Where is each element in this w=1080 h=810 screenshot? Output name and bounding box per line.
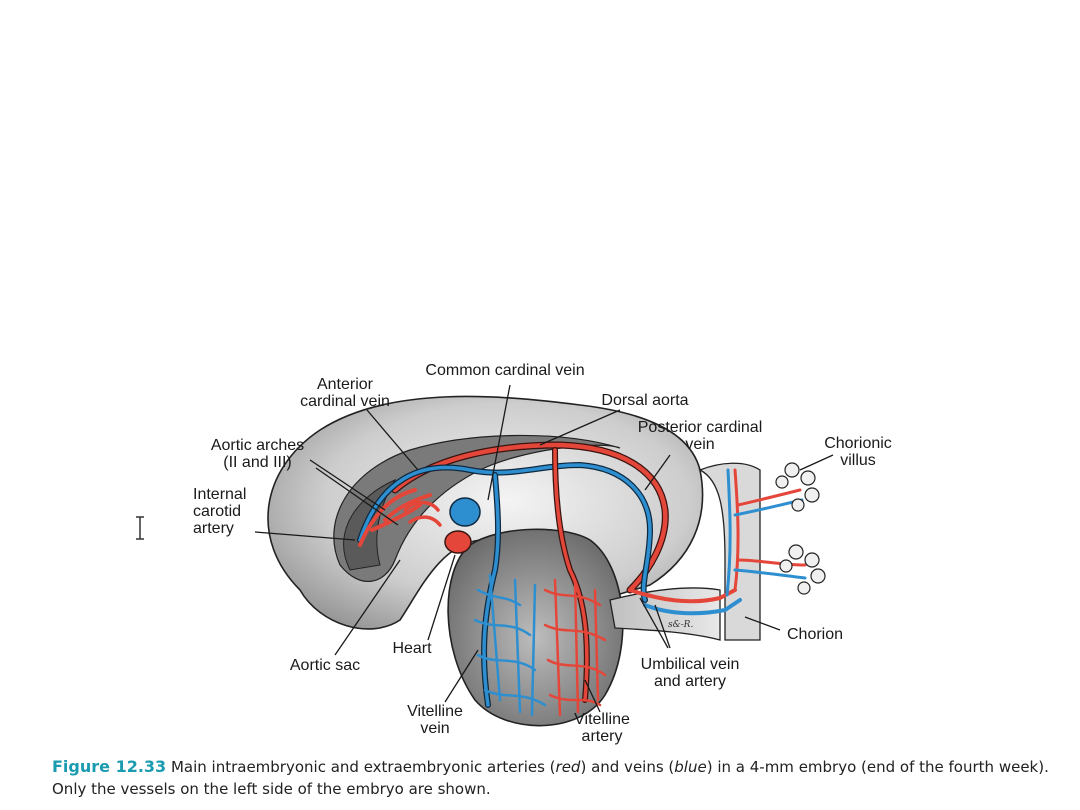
label-vitelline-vein: Vitelline vein [407, 703, 463, 737]
illustrator-signature: s&-R. [668, 620, 694, 630]
caption-red-word: red [555, 758, 581, 776]
label-heart: Heart [392, 640, 432, 657]
aortic-arches-vessel [358, 488, 432, 547]
umbilical-artery-vessel [628, 588, 737, 604]
chorionic-villus-tips [775, 462, 826, 595]
caption-text-1: Main intraembryonic and extraembryonic a… [166, 758, 556, 776]
label-aortic-sac: Aortic sac [289, 657, 361, 674]
yolk-sac-vascular-network [473, 573, 607, 717]
label-internal-carotid-artery: Internal carotid artery [193, 486, 247, 537]
caption-text-2: ) and veins ( [580, 758, 675, 776]
text-cursor-icon [136, 516, 144, 540]
heart-chamber-venous [449, 497, 481, 527]
label-anterior-cardinal-vein: Anterior cardinal vein [300, 376, 390, 410]
figure-number: Figure 12.33 [52, 757, 167, 776]
label-chorion: Chorion [786, 626, 844, 643]
figure-caption: Figure 12.33 Main intraembryonic and ext… [52, 756, 1062, 800]
label-vitelline-artery: Vitelline artery [574, 711, 630, 745]
label-posterior-cardinal-vein: Posterior cardinal vein [637, 419, 763, 453]
caption-text-3: ) in a 4-mm embryo (end of the fourth we… [52, 758, 1049, 798]
umbilical-vein-vessel [643, 598, 742, 616]
label-chorionic-villus: Chorionic villus [824, 435, 892, 469]
label-umbilical-vein-artery: Umbilical vein and artery [640, 656, 740, 690]
label-common-cardinal-vein: Common cardinal vein [425, 362, 585, 379]
label-aortic-arches: Aortic arches (II and III) [210, 437, 305, 471]
embryo-inner-fold [333, 434, 621, 582]
heart-chamber-arterial [444, 530, 472, 554]
caption-blue-word: blue [674, 758, 707, 776]
label-dorsal-aorta: Dorsal aorta [601, 392, 689, 409]
label-leader-lines [254, 384, 834, 713]
